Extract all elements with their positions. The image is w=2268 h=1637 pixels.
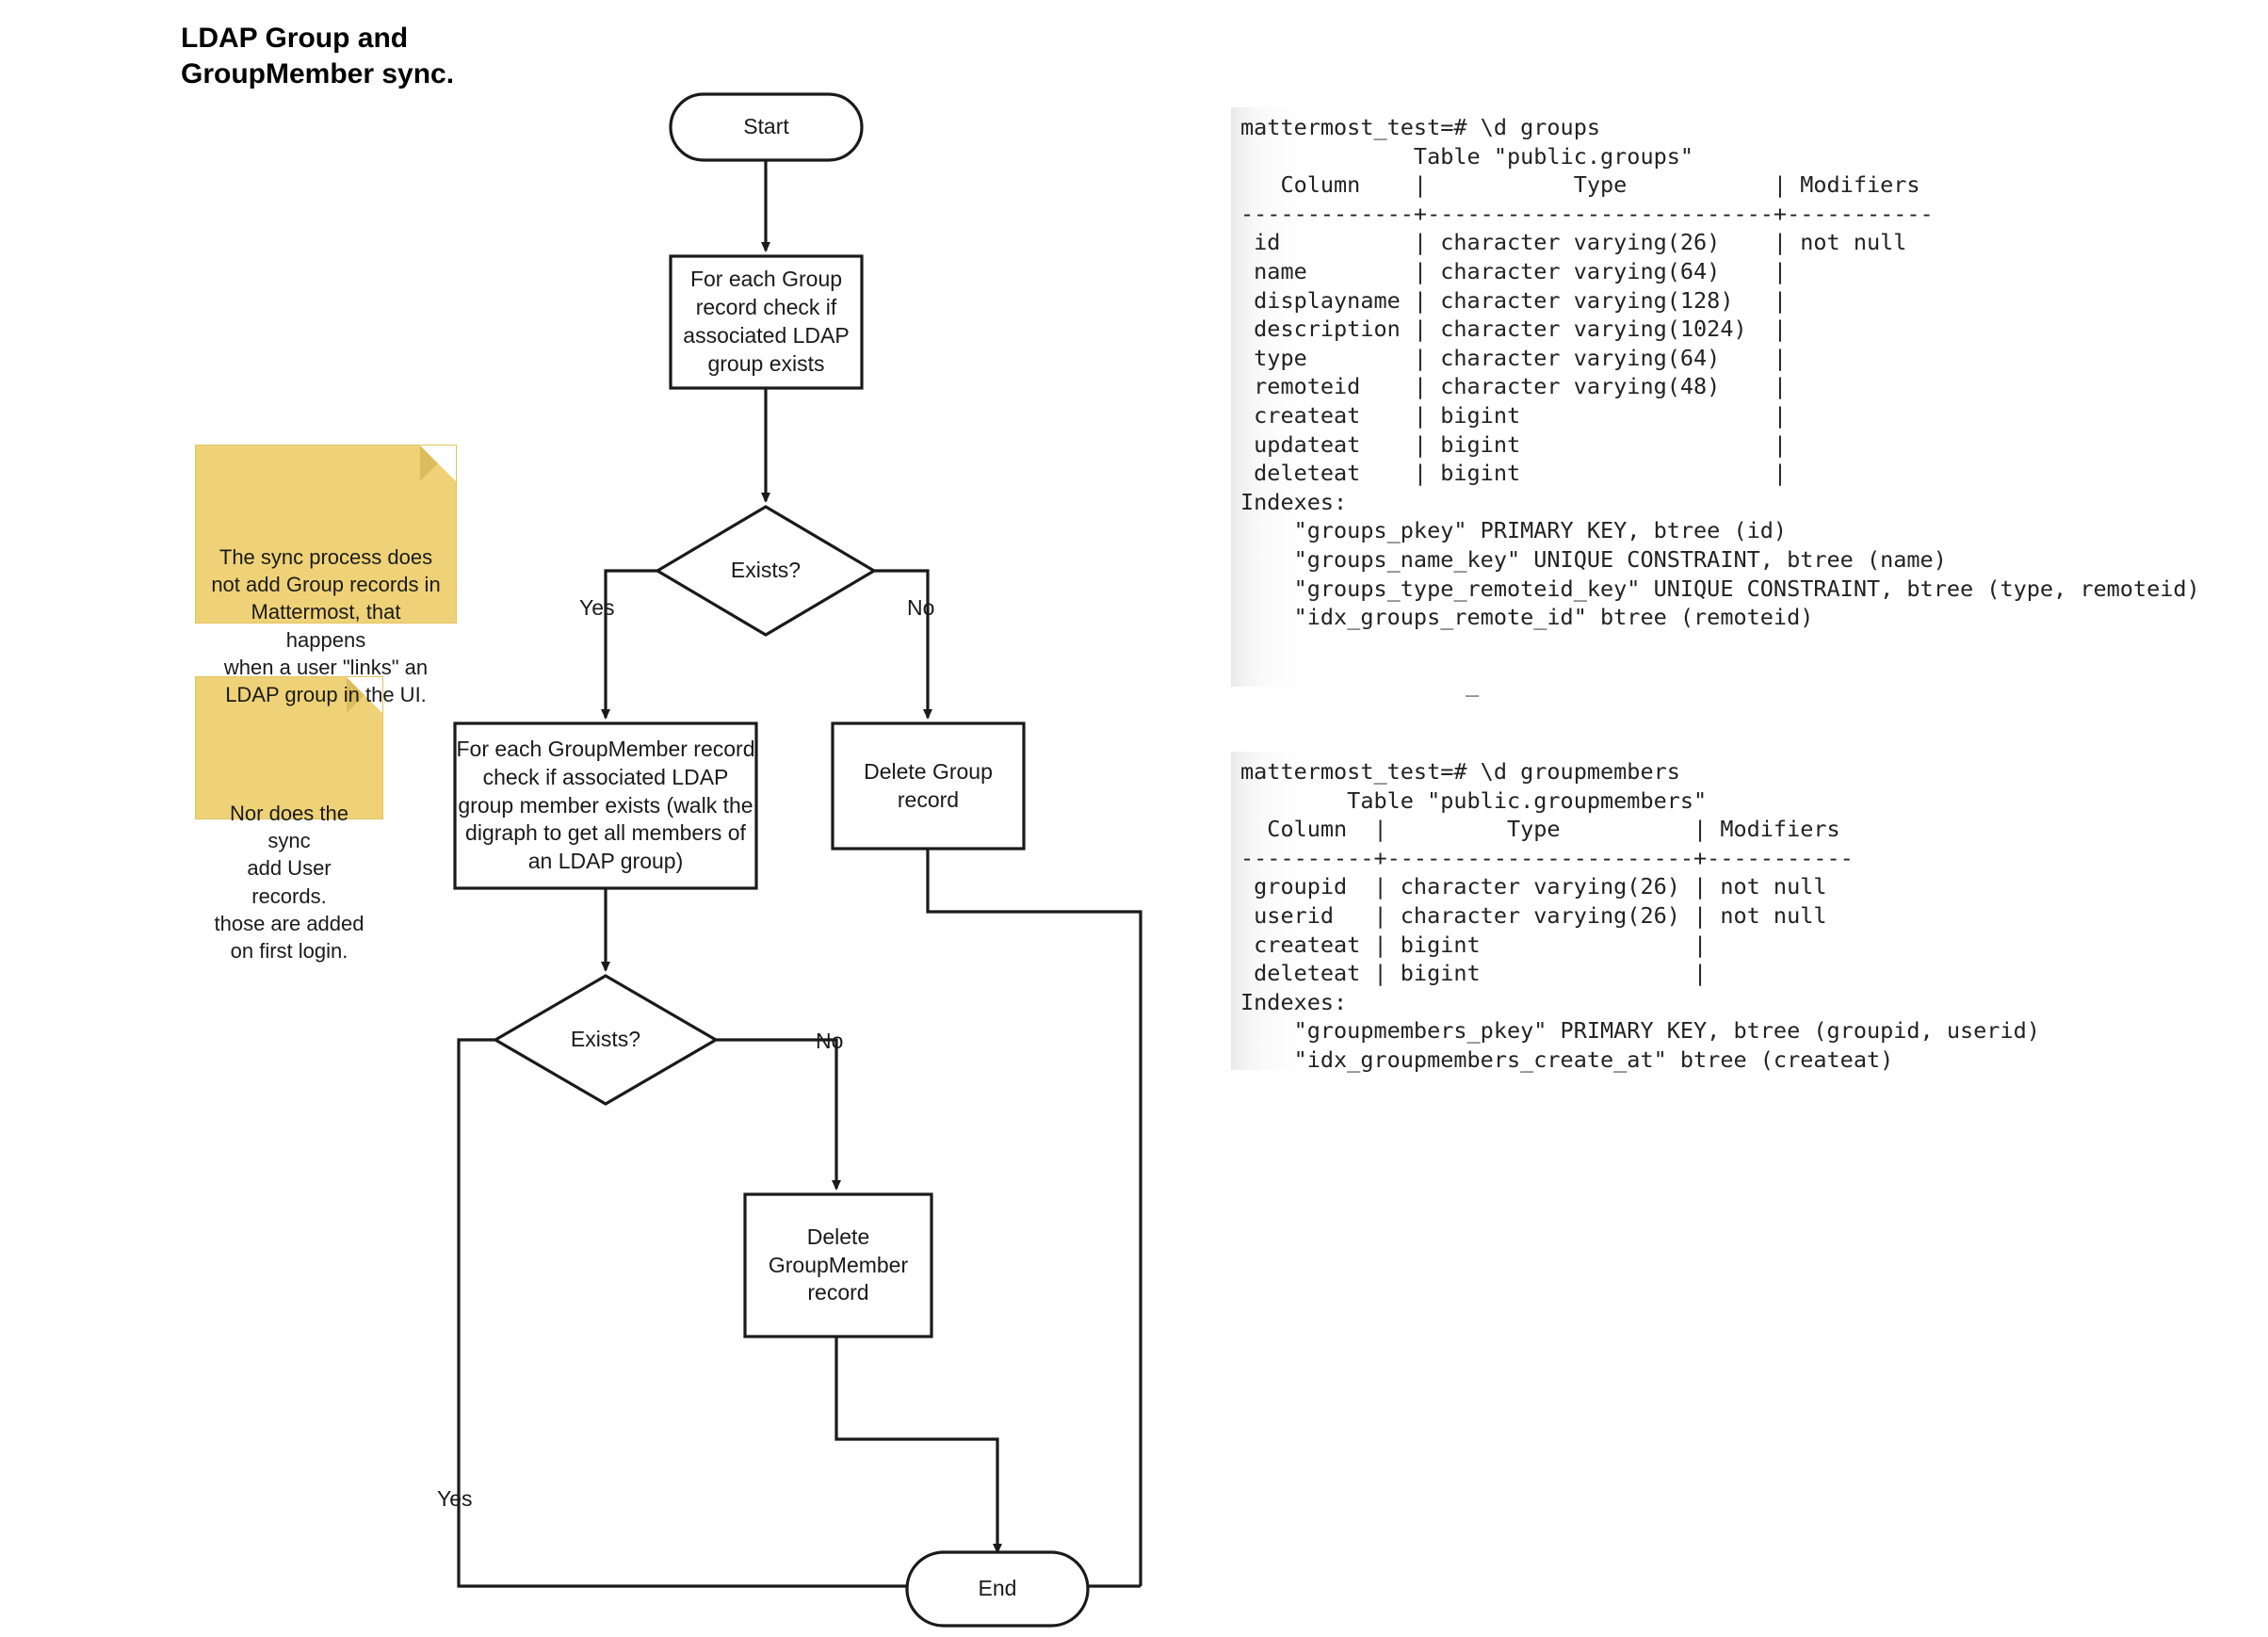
- edge-label-group-no: No: [907, 595, 935, 620]
- terminal-output-groupmembers: mattermost_test=# \d groupmembers Table …: [1231, 752, 2040, 1073]
- flowchart-canvas: [453, 92, 1142, 1628]
- node-delete-groupmember-shape: [743, 1192, 933, 1338]
- sticky-note-1: The sync process does not add Group reco…: [195, 445, 457, 706]
- note-fold-cut: [347, 677, 382, 713]
- node-for-each-groupmember-shape: [453, 721, 758, 890]
- sticky-note-2: Nor does the sync add User records. thos…: [195, 676, 383, 963]
- terminal-output-groups: mattermost_test=# \d groups Table "publi…: [1231, 107, 2200, 687]
- edge-label-member-yes: Yes: [437, 1486, 473, 1511]
- edge-label-member-no: No: [816, 1029, 844, 1053]
- sticky-note-2-text: Nor does the sync add User records. thos…: [214, 801, 364, 963]
- node-end-shape: [905, 1550, 1090, 1628]
- note-fold-cut: [420, 446, 456, 481]
- node-for-each-group-shape: [669, 254, 864, 390]
- node-delete-group-shape: [831, 721, 1026, 851]
- node-exists-group-shape: [654, 505, 878, 637]
- page-title: LDAP Group and GroupMember sync.: [181, 23, 455, 90]
- sticky-note-1-text: The sync process does not add Group reco…: [211, 544, 441, 706]
- edge-label-group-yes: Yes: [579, 595, 615, 620]
- node-start-shape: [669, 92, 864, 162]
- terminal-cursor-groups: _: [1466, 671, 1480, 697]
- node-exists-member-shape: [492, 974, 720, 1106]
